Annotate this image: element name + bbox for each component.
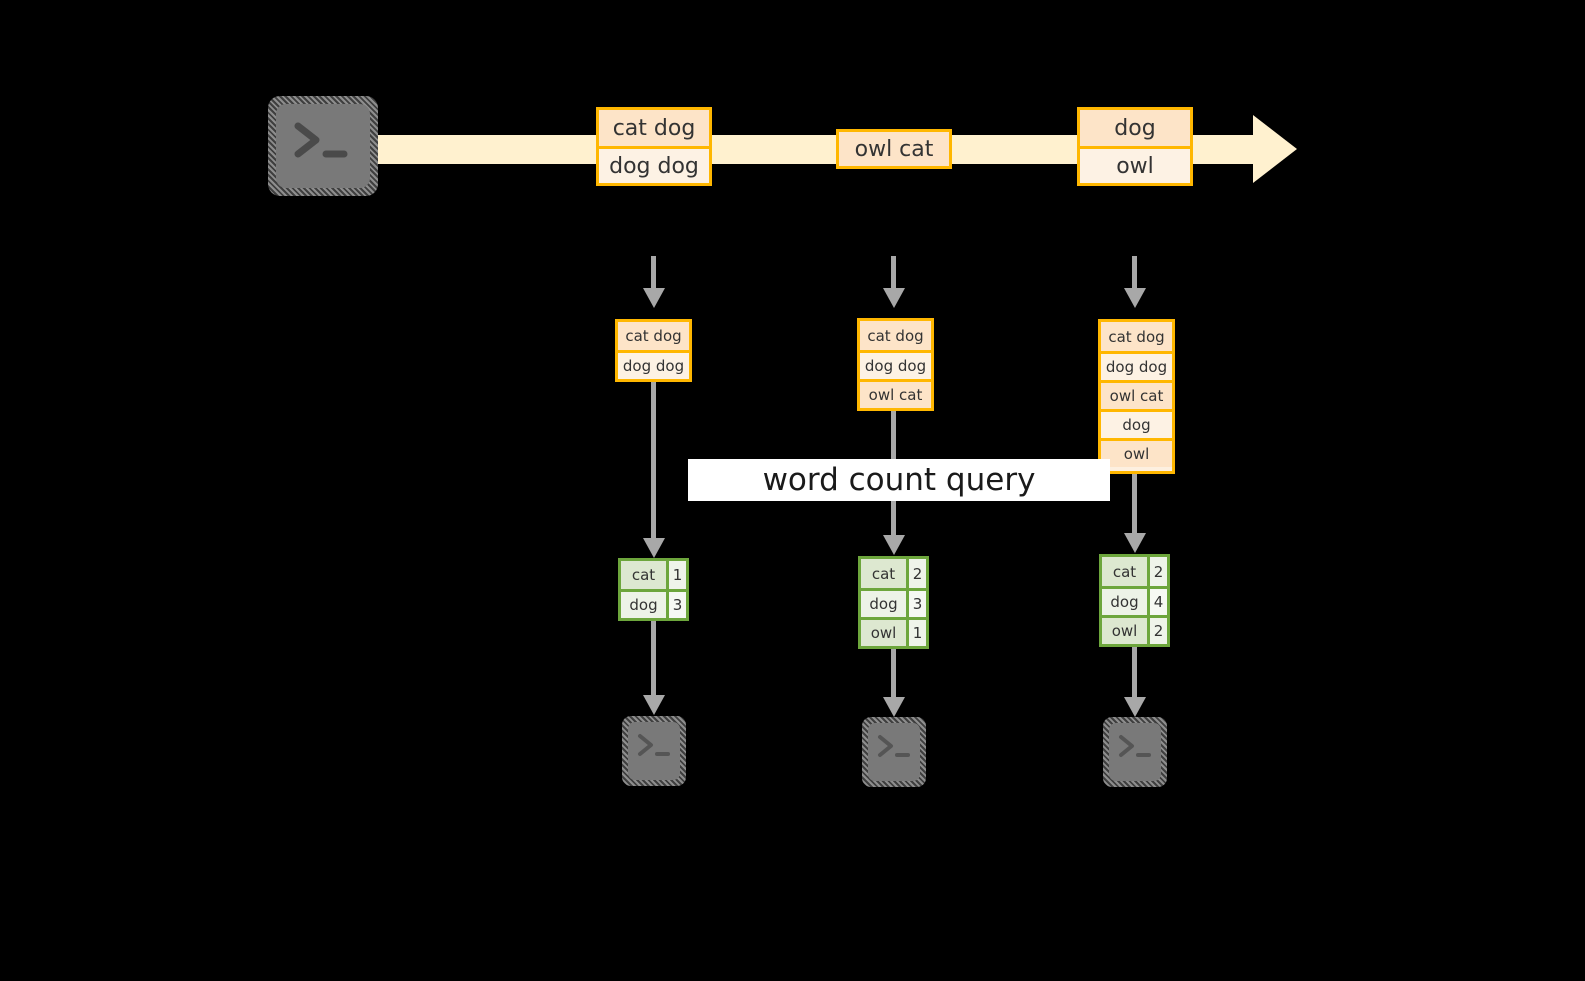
word-cell: dog (621, 592, 666, 618)
stream-tap-line-3 (1132, 256, 1137, 290)
input-line: dog dog (1101, 351, 1172, 380)
count-cell: 4 (1147, 589, 1167, 615)
record-line: dog dog (599, 146, 709, 183)
stream-arrowhead (1253, 115, 1297, 183)
table-row: owl 2 (1102, 615, 1167, 644)
word-cell: cat (621, 561, 666, 589)
snapshot-1-consumer-terminal-icon[interactable] (622, 716, 686, 786)
producer-terminal-icon[interactable] (268, 96, 378, 196)
output-connector-arrowhead-3 (1124, 697, 1146, 717)
input-line: cat dog (860, 321, 931, 350)
input-line: owl (1101, 438, 1172, 467)
count-cell: 2 (906, 559, 926, 588)
snapshot-3-input-box[interactable]: cat dog dog dog owl cat dog owl (1098, 319, 1175, 474)
table-row: dog 3 (621, 589, 686, 618)
prompt-glyph-icon (294, 122, 348, 158)
snapshot-2-input-box[interactable]: cat dog dog dog owl cat (857, 318, 934, 411)
table-row: cat 2 (1102, 557, 1167, 586)
record-line: cat dog (599, 110, 709, 146)
output-connector-3 (1132, 647, 1137, 701)
terminal-screen (1109, 723, 1161, 781)
input-line: dog dog (860, 350, 931, 379)
stream-record-3[interactable]: dog owl (1077, 107, 1193, 186)
word-cell: dog (861, 591, 906, 617)
input-line: dog dog (618, 350, 689, 379)
stream-tap-line-2 (891, 256, 896, 290)
count-cell: 3 (666, 592, 686, 618)
output-connector-1 (651, 621, 656, 699)
word-cell: cat (861, 559, 906, 588)
word-cell: owl (1102, 618, 1147, 644)
stream-tap-line-1 (651, 256, 656, 290)
snapshot-3-result-table[interactable]: cat 2 dog 4 owl 2 (1099, 554, 1170, 647)
record-line: owl (1080, 146, 1190, 183)
snapshot-1-input-box[interactable]: cat dog dog dog (615, 319, 692, 382)
query-connector-arrowhead-1 (643, 538, 665, 558)
word-cell: dog (1102, 589, 1147, 615)
record-line: owl cat (839, 132, 949, 166)
stream-tap-arrowhead-3 (1124, 288, 1146, 308)
prompt-glyph-icon (878, 735, 910, 757)
output-connector-arrowhead-2 (883, 697, 905, 717)
count-cell: 3 (906, 591, 926, 617)
stream-record-2[interactable]: owl cat (836, 129, 952, 169)
query-connector-3 (1132, 474, 1137, 536)
count-cell: 1 (666, 561, 686, 589)
query-connector-arrowhead-3 (1124, 533, 1146, 553)
prompt-glyph-icon (638, 734, 670, 756)
snapshot-2-consumer-terminal-icon[interactable] (862, 717, 926, 787)
table-row: cat 2 (861, 559, 926, 588)
terminal-screen (868, 723, 920, 781)
input-line: owl cat (860, 379, 931, 408)
query-connector-arrowhead-2 (883, 535, 905, 555)
snapshot-2-result-table[interactable]: cat 2 dog 3 owl 1 (858, 556, 929, 649)
query-connector-1 (651, 382, 656, 542)
count-cell: 2 (1147, 557, 1167, 586)
output-connector-2 (891, 649, 896, 701)
stream-tap-arrowhead-1 (643, 288, 665, 308)
count-cell: 2 (1147, 618, 1167, 644)
stream-tap-arrowhead-2 (883, 288, 905, 308)
table-row: owl 1 (861, 617, 926, 646)
input-line: cat dog (618, 322, 689, 350)
count-cell: 1 (906, 620, 926, 646)
word-count-query-banner: word count query (688, 459, 1110, 501)
input-line: cat dog (1101, 322, 1172, 351)
word-cell: cat (1102, 557, 1147, 586)
terminal-screen (628, 722, 680, 780)
snapshot-3-consumer-terminal-icon[interactable] (1103, 717, 1167, 787)
table-row: dog 4 (1102, 586, 1167, 615)
word-cell: owl (861, 620, 906, 646)
terminal-screen (276, 104, 370, 188)
output-connector-arrowhead-1 (643, 695, 665, 715)
input-line: owl cat (1101, 380, 1172, 409)
table-row: dog 3 (861, 588, 926, 617)
stream-record-1[interactable]: cat dog dog dog (596, 107, 712, 186)
record-line: dog (1080, 110, 1190, 146)
prompt-glyph-icon (1119, 735, 1151, 757)
table-row: cat 1 (621, 561, 686, 589)
snapshot-1-result-table[interactable]: cat 1 dog 3 (618, 558, 689, 621)
input-line: dog (1101, 409, 1172, 438)
